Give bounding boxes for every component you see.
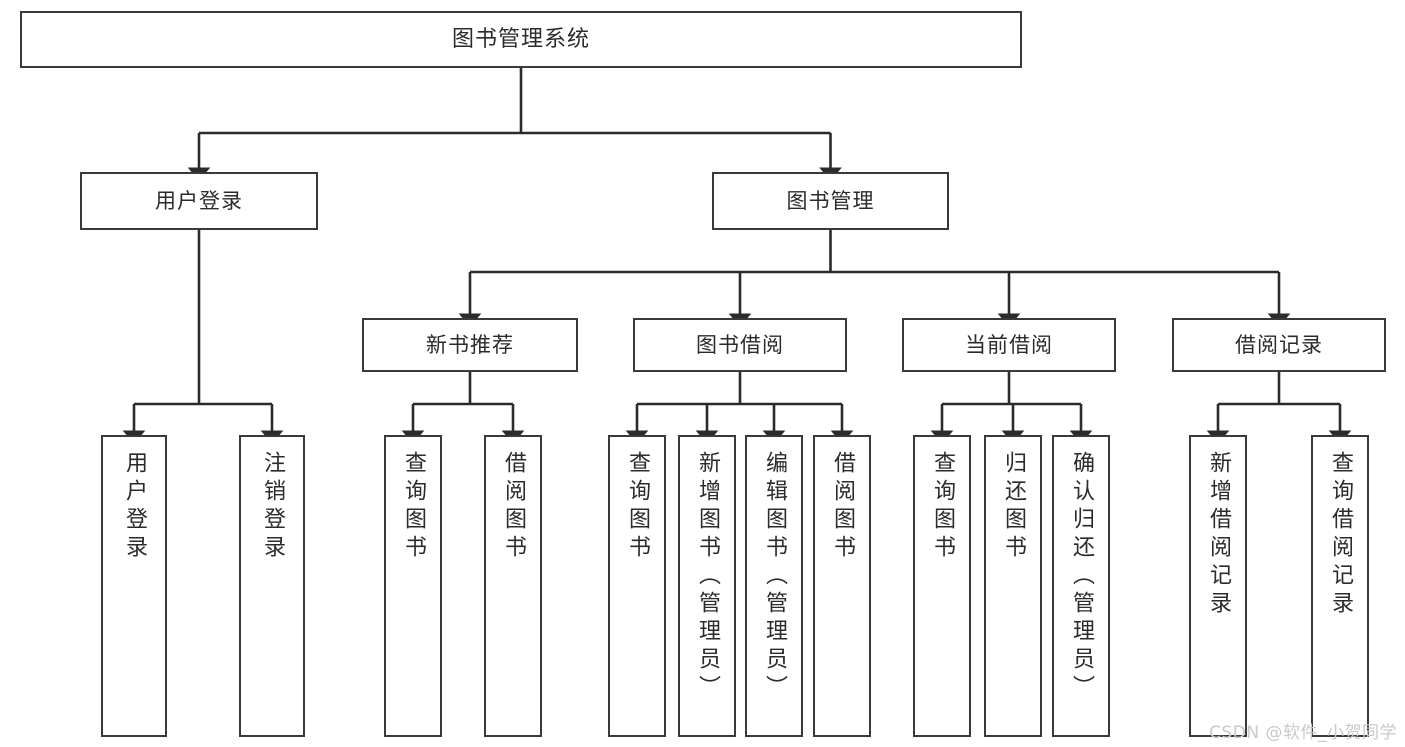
node-c1[interactable]: 查询图书	[913, 435, 971, 737]
node-label: 用户登录	[122, 451, 147, 563]
node-root[interactable]: 图书管理系统	[20, 11, 1022, 68]
node-label: 新书推荐	[426, 332, 514, 357]
node-records[interactable]: 借阅记录	[1172, 318, 1386, 372]
node-n2[interactable]: 借阅图书	[484, 435, 542, 737]
node-c3[interactable]: 确认归还（管理员）	[1052, 435, 1110, 737]
node-b4[interactable]: 借阅图书	[813, 435, 871, 737]
node-n1[interactable]: 查询图书	[384, 435, 442, 737]
node-label: 图书借阅	[696, 332, 784, 357]
node-label: 图书管理	[786, 188, 875, 213]
node-label: 借阅图书	[830, 451, 855, 563]
node-login[interactable]: 用户登录	[80, 172, 318, 230]
node-label: 新增借阅记录	[1206, 451, 1231, 619]
node-label: 当前借阅	[965, 332, 1053, 357]
node-l1[interactable]: 用户登录	[101, 435, 167, 737]
node-newbook[interactable]: 新书推荐	[362, 318, 578, 372]
node-r2[interactable]: 查询借阅记录	[1311, 435, 1369, 737]
node-c2[interactable]: 归还图书	[984, 435, 1042, 737]
node-label: 注销登录	[260, 451, 285, 563]
node-label: 查询图书	[401, 451, 426, 563]
node-b1[interactable]: 查询图书	[608, 435, 666, 737]
node-label: 借阅图书	[501, 451, 526, 563]
node-r1[interactable]: 新增借阅记录	[1189, 435, 1247, 737]
node-bookmgr[interactable]: 图书管理	[712, 172, 949, 230]
node-label: 图书管理系统	[451, 26, 590, 52]
node-label: 查询借阅记录	[1328, 451, 1353, 619]
node-b2[interactable]: 新增图书（管理员）	[678, 435, 736, 737]
node-borrow[interactable]: 图书借阅	[633, 318, 847, 372]
node-label: 查询图书	[625, 451, 650, 563]
node-label: 借阅记录	[1235, 332, 1323, 357]
node-b3[interactable]: 编辑图书（管理员）	[745, 435, 803, 737]
watermark: CSDN @软件_小贺同学	[1209, 723, 1397, 743]
edge-group	[122, 68, 1352, 444]
node-label: 编辑图书（管理员）	[762, 451, 787, 703]
node-label: 确认归还（管理员）	[1069, 451, 1094, 703]
node-label: 用户登录	[155, 188, 243, 213]
node-current[interactable]: 当前借阅	[902, 318, 1116, 372]
node-label: 归还图书	[1001, 451, 1026, 563]
node-label: 新增图书（管理员）	[695, 451, 720, 703]
node-label: 查询图书	[930, 451, 955, 563]
node-l2[interactable]: 注销登录	[239, 435, 305, 737]
